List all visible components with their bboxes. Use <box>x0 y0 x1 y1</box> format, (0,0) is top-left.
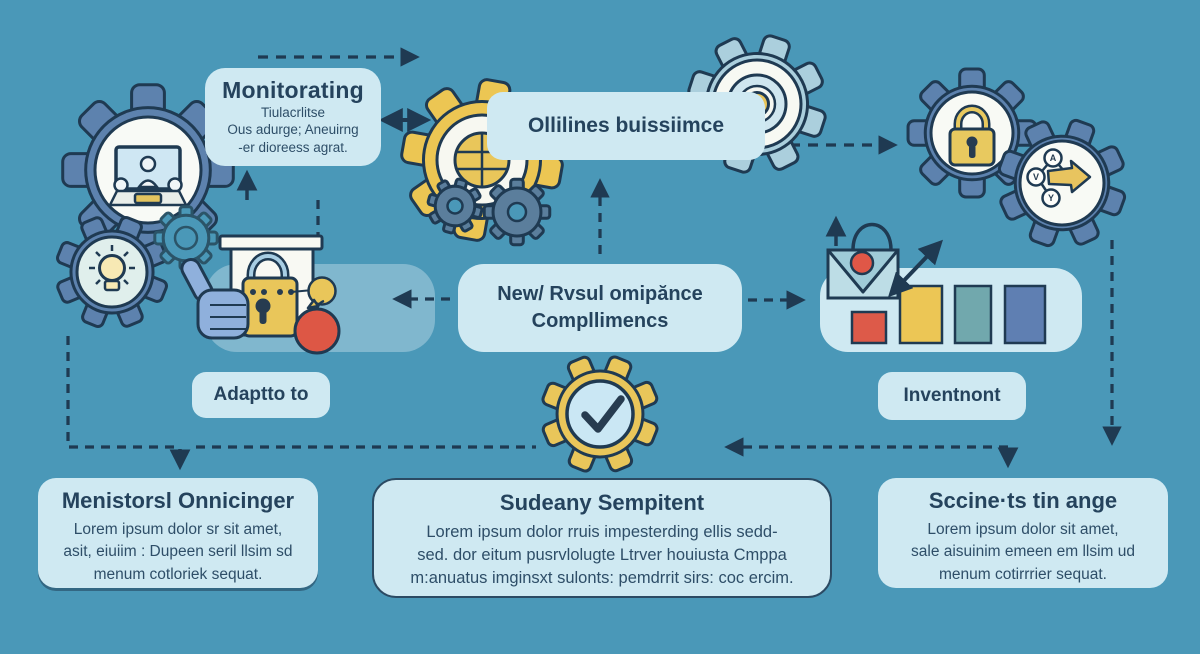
inventnont-label: Inventnont <box>903 385 1001 406</box>
bottom-left-line-2: asit, eiuiim : Dupeen seril llsim sd <box>63 543 293 561</box>
outline-gear <box>153 205 219 271</box>
bottom-left-line-3: menum cotloriek sequat. <box>93 565 263 583</box>
check-gear <box>521 335 679 493</box>
monitor-gear <box>63 85 234 256</box>
padlock-icon <box>948 104 996 167</box>
share-node-v: V <box>1033 172 1039 182</box>
bottom-left-box: Menistorsl Onnicinger Lorem ipsum dolor … <box>38 478 318 588</box>
bottom-middle-line-2: sed. dor eitum pusrvlolugte Ltrver houiu… <box>417 546 787 565</box>
notification-dot <box>849 250 875 276</box>
share-node-y: Y <box>1048 193 1054 203</box>
bottom-right-title: Sccine·ts tin ange <box>928 488 1118 513</box>
envelope-notification <box>825 215 943 300</box>
inventnont-box: Inventnont <box>878 372 1026 420</box>
bar-chart <box>850 284 1047 345</box>
share-network-icon: A V Y <box>1026 148 1092 208</box>
video-meeting-icon <box>107 145 189 207</box>
compliance-line-2: Compllimencs <box>531 310 669 332</box>
small-gear-right <box>483 178 551 246</box>
bottom-right-line-1: Lorem ipsum dolor sit amet, <box>927 521 1119 538</box>
bottom-left-title: Menistorsl Onnicinger <box>61 488 295 513</box>
monitorating-line-2: Ous adurge; Aneuirng <box>227 122 359 138</box>
bar-yellow <box>898 284 944 345</box>
lightbulb-gear <box>37 197 187 347</box>
bottom-middle-line-1: Lorem ipsum dolor rruis impesterding ell… <box>426 523 778 541</box>
share-arrow <box>1046 159 1092 194</box>
checkmark-icon <box>581 395 625 433</box>
bottom-left-line-1: Lorem ipsum dolor sr sit amet, <box>73 521 283 538</box>
monitorating-line-3: -er dioreess agrat. <box>238 139 348 155</box>
ollilines-box: Ollilines buissiimce <box>487 92 765 160</box>
compliance-line-1: New/ Rvsul omipănce <box>497 283 703 305</box>
lightbulb-icon <box>89 245 135 292</box>
diagonal-double-arrow <box>888 239 943 298</box>
bottom-right-line-3: menum cotirrrier sequat. <box>939 565 1107 583</box>
bottom-middle-line-3: m:anuatus imginsxt sulonts: pemdrrit sir… <box>410 569 794 588</box>
adaptto-label: Adaptto to <box>213 384 309 405</box>
bar-red <box>850 310 888 345</box>
bottom-right-line-2: sale aisuinim emeen em llsim ud <box>911 543 1135 561</box>
adaptto-box: Adaptto to <box>192 372 330 418</box>
speech-balloon <box>306 276 337 310</box>
small-gear-left <box>421 172 489 240</box>
monitorating-line-1: Tiulacrlitse <box>260 105 325 120</box>
lock-gear <box>906 67 1038 199</box>
ollilines-title: Ollilines buissiimce <box>527 114 725 137</box>
bottom-middle-title: Sudeany Sempitent <box>499 490 705 515</box>
thumbs-up-hand <box>180 258 250 340</box>
compliance-box: New/ Rvsul omipănce Compllimencs <box>458 264 742 352</box>
bar-teal <box>953 284 993 345</box>
bar-blue <box>1003 284 1047 345</box>
monitorating-box: Monitorating Tiulacrlitse Ous adurge; An… <box>205 68 381 166</box>
apple <box>293 299 341 355</box>
dashed-line-left <box>66 336 180 449</box>
connectors <box>66 47 1122 471</box>
bottom-right-box: Sccine·ts tin ange Lorem ipsum dolor sit… <box>878 478 1168 588</box>
monitorating-title: Monitorating <box>222 77 364 103</box>
bottom-middle-box: Sudeany Sempitent Lorem ipsum dolor rrui… <box>372 478 832 598</box>
share-gear: A V Y <box>978 99 1146 267</box>
share-node-a: A <box>1050 153 1057 163</box>
